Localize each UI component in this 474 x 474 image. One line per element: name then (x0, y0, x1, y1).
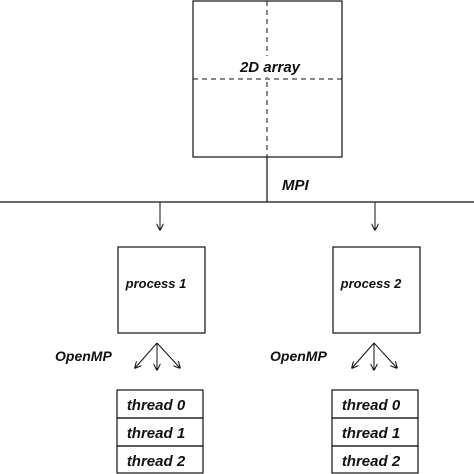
process-2-thread-stack: thread 0 thread 1 thread 2 (331, 389, 419, 474)
process-1-label: process 1 (125, 276, 187, 291)
process-1-thread-2-box (116, 445, 204, 474)
process-1-openmp-label: OpenMP (55, 348, 112, 364)
process-1-thread-stack: thread 0 thread 1 thread 2 (116, 389, 204, 474)
process-2-thread-2-box (331, 445, 419, 474)
process-1-thread-0-label: thread 0 (127, 397, 186, 414)
process-1-box (117, 246, 206, 334)
process-2-label: process 2 (340, 276, 402, 291)
process-1-thread-1-label: thread 1 (127, 425, 185, 442)
process-2-block: process 2 OpenMP thread 0 thread 1 threa… (270, 246, 421, 474)
process-2-thread-arrow-left (352, 342, 375, 368)
mpi-connection: MPI (0, 157, 474, 230)
process-1-thread-arrow-left (135, 342, 158, 368)
process-2-thread-arrow-right (373, 342, 397, 368)
process-1-thread-arrow-right (156, 342, 180, 368)
process-2-box (332, 246, 421, 334)
mpi-label: MPI (282, 177, 310, 194)
process-1-block: process 1 OpenMP thread 0 thread 1 threa… (55, 246, 206, 474)
process-2-thread-0-label: thread 0 (342, 397, 401, 414)
process-2-thread-2-label: thread 2 (342, 453, 401, 470)
array-block: 2D array (192, 0, 343, 158)
process-2-thread-1-label: thread 1 (342, 425, 400, 442)
process-1-thread-2-label: thread 2 (127, 453, 186, 470)
process-2-openmp-label: OpenMP (270, 348, 327, 364)
array-label-bg (236, 56, 304, 77)
array-label: 2D array (239, 59, 301, 76)
